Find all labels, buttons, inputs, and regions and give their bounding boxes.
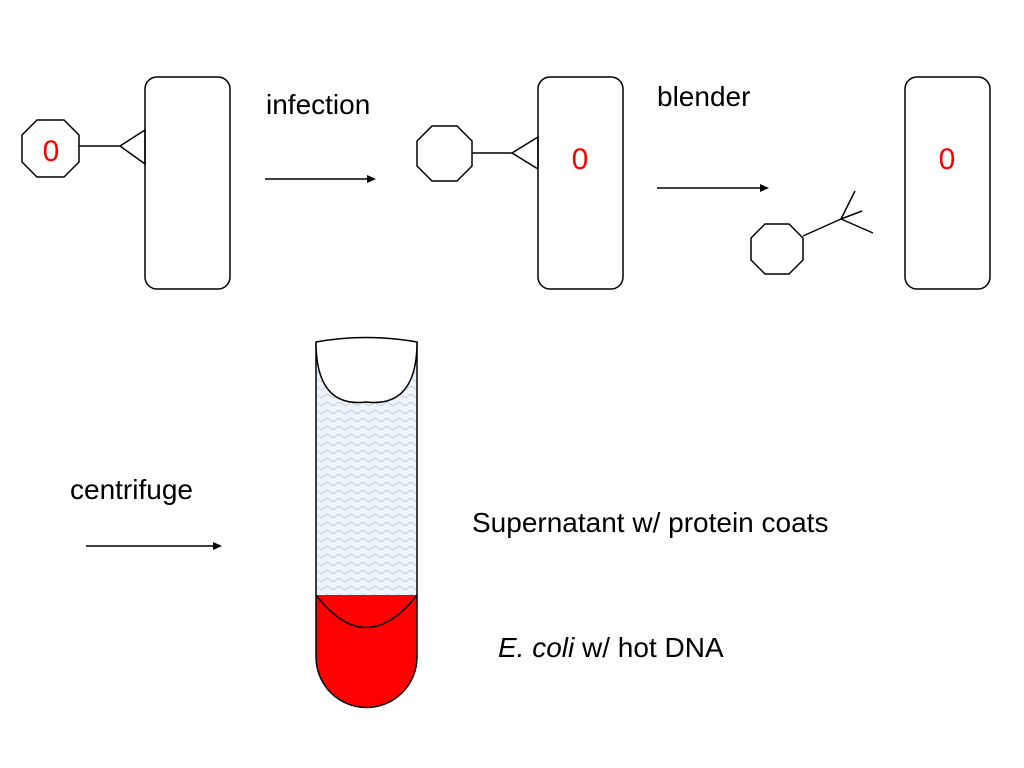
stage-3-bacterium-with-dna: 0	[904, 76, 991, 290]
pellet	[316, 595, 417, 708]
phage-tail-fibers	[118, 128, 146, 166]
centrifuge-tube	[315, 336, 418, 709]
phage-head	[21, 119, 80, 178]
tail-fiber	[840, 218, 874, 234]
meniscus	[315, 336, 418, 404]
bacterium-cell	[144, 76, 231, 290]
phage-tail	[802, 218, 842, 237]
pellet-label: E. coli w/ hot DNA	[498, 632, 724, 663]
detached-protein-coat	[750, 190, 874, 275]
pellet-label-rest: w/ hot DNA	[574, 632, 724, 663]
stage-1-phage-attaching: 0	[21, 76, 231, 290]
arrow-blender	[657, 184, 769, 192]
phage-head-empty	[416, 125, 473, 182]
pellet-label-organism: E. coli	[498, 632, 575, 663]
bacterium-cell	[904, 76, 991, 290]
dna-marker: 0	[939, 143, 956, 176]
label-centrifuge: centrifuge	[70, 474, 193, 505]
supernatant-label: Supernatant w/ protein coats	[472, 507, 828, 538]
arrow-infection	[265, 175, 376, 183]
phage-head-empty	[750, 223, 804, 275]
label-infection: infection	[266, 89, 370, 120]
phage-tail-fibers	[510, 135, 539, 171]
tube-outline	[315, 342, 418, 709]
bacterium-cell	[537, 76, 624, 290]
tail-fiber	[840, 210, 863, 220]
tail-fiber	[840, 190, 856, 220]
dna-marker: 0	[572, 143, 589, 176]
arrow-centrifuge	[86, 542, 222, 550]
pellet-boundary	[315, 594, 418, 629]
dna-marker: 0	[43, 135, 60, 168]
label-blender: blender	[657, 81, 750, 112]
stage-2-dna-injected: 0	[416, 76, 624, 290]
